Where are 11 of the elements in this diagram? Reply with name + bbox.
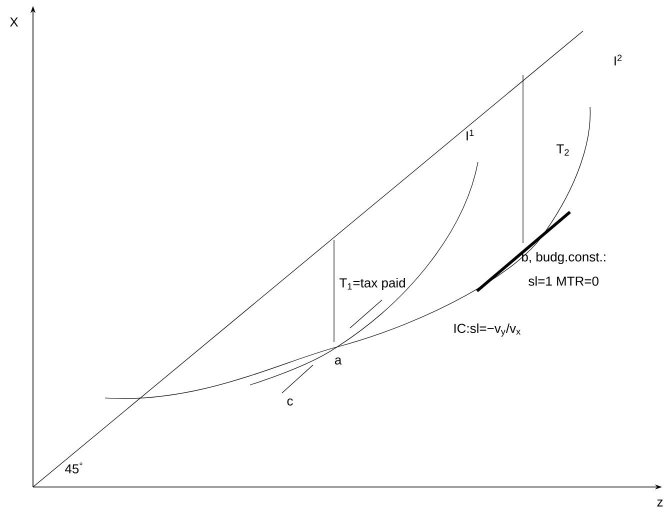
slope-label: sl=1 MTR=0 [528,276,598,286]
line-label: c [287,398,293,406]
curve-label: I$^{2}$ [614,54,622,66]
point-label: a [334,357,342,365]
axis-label: z [657,500,663,506]
slope-label: IC:sl=−v$_{y}$/v$_{x}$ [454,323,520,337]
angle-label: 45$^{°}$ [65,462,82,474]
axis-label: X [10,18,18,26]
tax-label: T$_{2}$ [556,144,569,156]
curve-label: I$^{1}$ [466,130,474,140]
tax-label: T$_{1}$=tax paid [340,278,405,290]
